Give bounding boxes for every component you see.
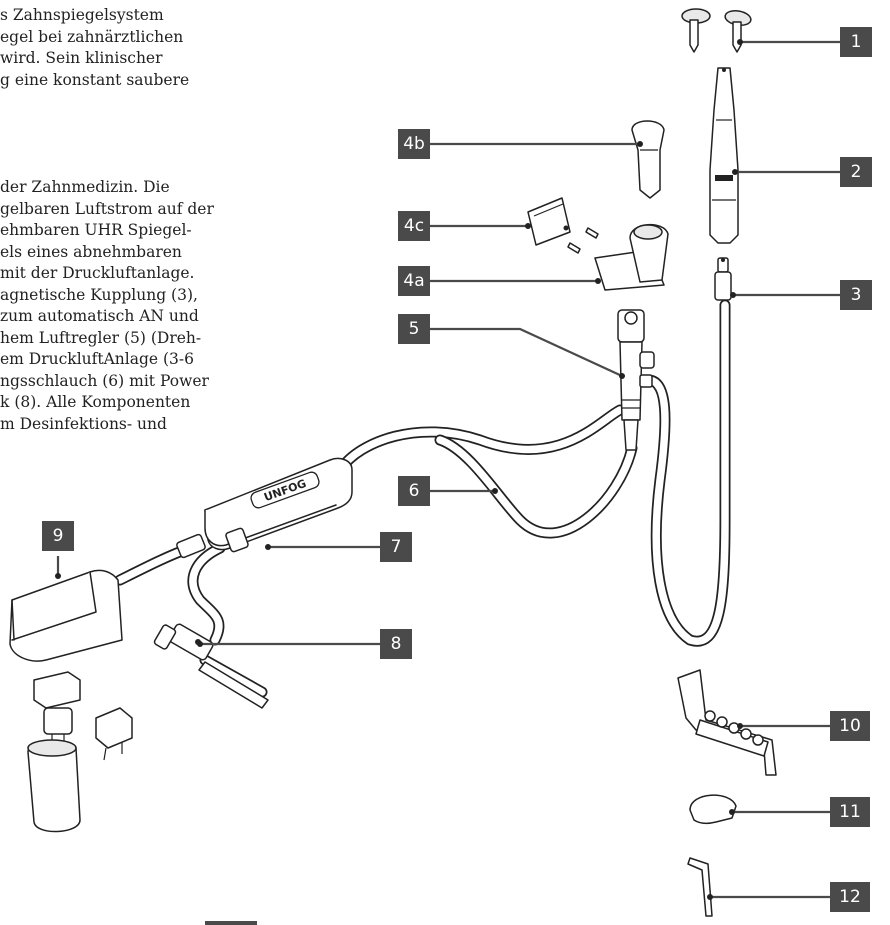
t-connector bbox=[153, 623, 269, 709]
callout-12: 12 bbox=[830, 882, 870, 912]
callout-label: 1 bbox=[851, 32, 862, 52]
callout-4a: 4a bbox=[398, 266, 430, 296]
description-line: zum automatisch AN und bbox=[0, 307, 199, 325]
callout-label: 12 bbox=[839, 887, 861, 907]
callout-label: 4b bbox=[403, 134, 425, 154]
description-line: els eines abnehmbaren bbox=[0, 242, 182, 261]
leader-lines bbox=[55, 39, 840, 900]
callout-3: 3 bbox=[840, 280, 872, 310]
power-cable bbox=[114, 533, 206, 586]
intro-line: wird. Sein klinischer bbox=[0, 49, 163, 67]
callout-label: 3 bbox=[851, 285, 862, 305]
controller-unit: UNFOG bbox=[204, 457, 353, 553]
air-hose bbox=[334, 299, 731, 647]
mirror-stand bbox=[677, 669, 777, 776]
description-line: em DruckluftAnlage (3-6 bbox=[0, 350, 194, 368]
holder-4b bbox=[631, 120, 665, 199]
callout-label: 11 bbox=[839, 802, 861, 822]
callout-2: 2 bbox=[840, 157, 872, 187]
description-line: ehmbaren UHR Spiegel- bbox=[0, 221, 192, 239]
description-line: der Zahnmedizin. Die bbox=[0, 178, 170, 196]
connection-hose bbox=[187, 542, 268, 698]
callout-label: 6 bbox=[409, 481, 420, 501]
callout-label: 5 bbox=[409, 319, 420, 339]
description-line: m Desinfektions- und bbox=[0, 414, 167, 433]
description-paragraph: der Zahnmedizin. Die gelbaren Luftstrom … bbox=[0, 177, 214, 435]
air-regulator bbox=[617, 309, 655, 451]
description-line: agnetische Kupplung (3), bbox=[0, 285, 198, 304]
callout-label: 2 bbox=[851, 162, 862, 182]
coupling bbox=[714, 257, 732, 301]
stand-slots bbox=[704, 710, 764, 746]
callout-9: 9 bbox=[42, 521, 74, 551]
callout-label: 9 bbox=[53, 526, 64, 546]
callout-11: 11 bbox=[830, 797, 870, 827]
intro-line: s Zahnspiegelsystem bbox=[0, 6, 164, 24]
callout-label: 7 bbox=[391, 537, 402, 557]
handpiece bbox=[709, 67, 739, 244]
holder-4a bbox=[594, 223, 669, 291]
description-line: ngsschlauch (6) mit Power bbox=[0, 371, 209, 390]
callout-label: 8 bbox=[391, 634, 402, 654]
callout-10: 10 bbox=[830, 711, 870, 741]
partial-callout-edge bbox=[205, 921, 257, 925]
callout-4b: 4b bbox=[398, 129, 430, 159]
callout-1: 1 bbox=[840, 27, 872, 57]
bracket-4c bbox=[525, 197, 599, 254]
callout-6: 6 bbox=[398, 476, 430, 506]
description-line: mit der Druckluftanlage. bbox=[0, 264, 195, 282]
callout-label: 4c bbox=[404, 216, 424, 236]
intro-line: g eine konstant saubere bbox=[0, 70, 190, 89]
callout-5: 5 bbox=[398, 314, 430, 344]
mirror-heads bbox=[681, 8, 752, 53]
intro-line: egel bei zahnärztlichen bbox=[0, 27, 184, 46]
protective-cap bbox=[689, 794, 737, 825]
callout-7: 7 bbox=[380, 532, 412, 562]
description-line: hem Luftregler (5) (Dreh- bbox=[0, 328, 202, 347]
callout-8: 8 bbox=[380, 629, 412, 659]
description-line: gelbaren Luftstrom auf der bbox=[0, 199, 214, 218]
callout-label: 10 bbox=[839, 716, 861, 736]
callout-label: 4a bbox=[403, 271, 424, 291]
hex-key bbox=[687, 857, 713, 917]
power-adapter bbox=[9, 569, 133, 833]
intro-paragraph: s Zahnspiegelsystem egel bei zahnärztlic… bbox=[0, 5, 189, 91]
callout-4c: 4c bbox=[398, 211, 430, 241]
description-line: k (8). Alle Komponenten bbox=[0, 393, 191, 411]
